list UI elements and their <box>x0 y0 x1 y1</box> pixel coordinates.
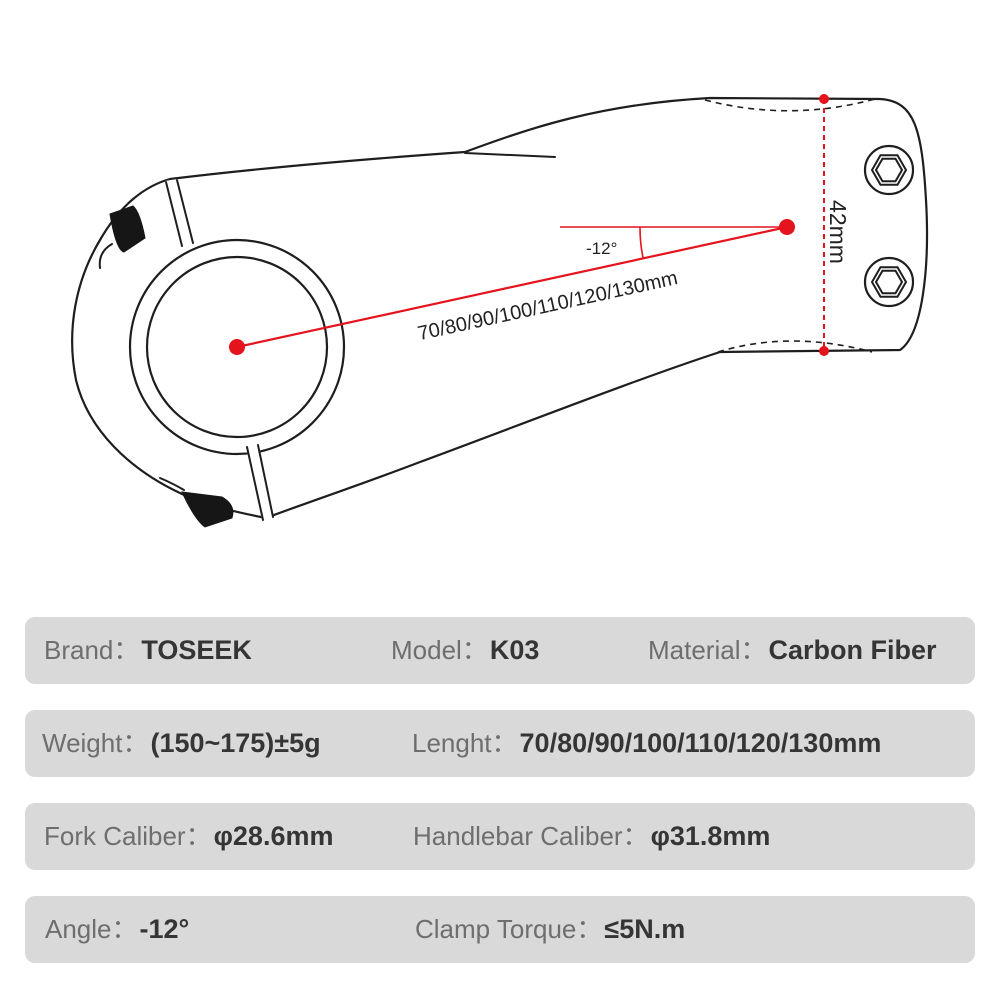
spec-value: 70/80/90/100/110/120/130mm <box>519 728 882 758</box>
spec-label: Weight： <box>42 728 149 758</box>
head-ridge-top <box>98 243 113 269</box>
spec-clamp-torque: Clamp Torque：≤5N.m <box>415 896 685 963</box>
stem-top-edge-line <box>464 152 556 158</box>
spec-angle: Angle：-12° <box>45 896 189 963</box>
spec-label: Lenght： <box>412 728 518 758</box>
spec-length: Lenght：70/80/90/100/110/120/130mm <box>412 710 881 777</box>
spec-model: Model：K03 <box>391 617 539 684</box>
faceplate-bolt-lower <box>863 256 915 308</box>
clamp-slit-bottom-gap <box>246 445 274 520</box>
spec-brand: Brand：TOSEEK <box>44 617 252 684</box>
clamp-slit-top <box>165 179 194 247</box>
angle-label: -12° <box>586 239 617 258</box>
spec-value: ≤5N.m <box>604 914 686 944</box>
length-dimension-line <box>236 225 788 349</box>
spec-label: Handlebar Caliber： <box>413 821 649 851</box>
spec-value: Carbon Fiber <box>768 635 937 665</box>
height-dimension-top-dot <box>819 94 829 104</box>
spec-value: φ31.8mm <box>650 821 771 851</box>
clamp-bolt-top <box>109 205 146 253</box>
spec-label: Model： <box>391 635 488 665</box>
spec-value: -12° <box>139 914 190 944</box>
spec-fork-caliber: Fork Caliber：φ28.6mm <box>44 803 333 870</box>
faceplate-seam-bottom <box>717 340 873 353</box>
height-label: 42mm <box>825 200 851 264</box>
spec-row-3: Fork Caliber：φ28.6mm Handlebar Caliber：φ… <box>25 803 975 870</box>
spec-row-1: Brand：TOSEEK Model：K03 Material：Carbon F… <box>25 617 975 684</box>
spec-label: Fork Caliber： <box>44 821 212 851</box>
spec-value: φ28.6mm <box>213 821 334 851</box>
clamp-slit-top-gap <box>165 179 194 247</box>
head-ridge-bottom <box>159 477 185 491</box>
spec-material: Material：Carbon Fiber <box>648 617 937 684</box>
height-dimension-bottom-dot <box>819 346 829 356</box>
spec-weight: Weight：(150~175)±5g <box>42 710 321 777</box>
spec-value: K03 <box>489 635 540 665</box>
spec-label: Brand： <box>44 635 140 665</box>
spec-value: TOSEEK <box>141 635 252 665</box>
stem-line-drawing: 42mm -12° 70/80/90/100/110/120/130mm <box>71 94 929 528</box>
clamp-slit-bottom <box>246 444 274 521</box>
length-start-dot <box>229 339 245 355</box>
spec-handlebar-caliber: Handlebar Caliber：φ31.8mm <box>413 803 770 870</box>
spec-row-2: Weight：(150~175)±5g Lenght：70/80/90/100/… <box>25 710 975 777</box>
length-end-dot <box>779 219 795 235</box>
spec-label: Angle： <box>45 914 138 944</box>
spec-value: (150~175)±5g <box>150 728 321 758</box>
faceplate-bolt-upper <box>863 144 915 196</box>
spec-row-4: Angle：-12° Clamp Torque：≤5N.m <box>25 896 975 963</box>
spec-label: Clamp Torque： <box>415 914 603 944</box>
clamp-bolt-bottom <box>181 491 234 528</box>
spec-label: Material： <box>648 635 767 665</box>
